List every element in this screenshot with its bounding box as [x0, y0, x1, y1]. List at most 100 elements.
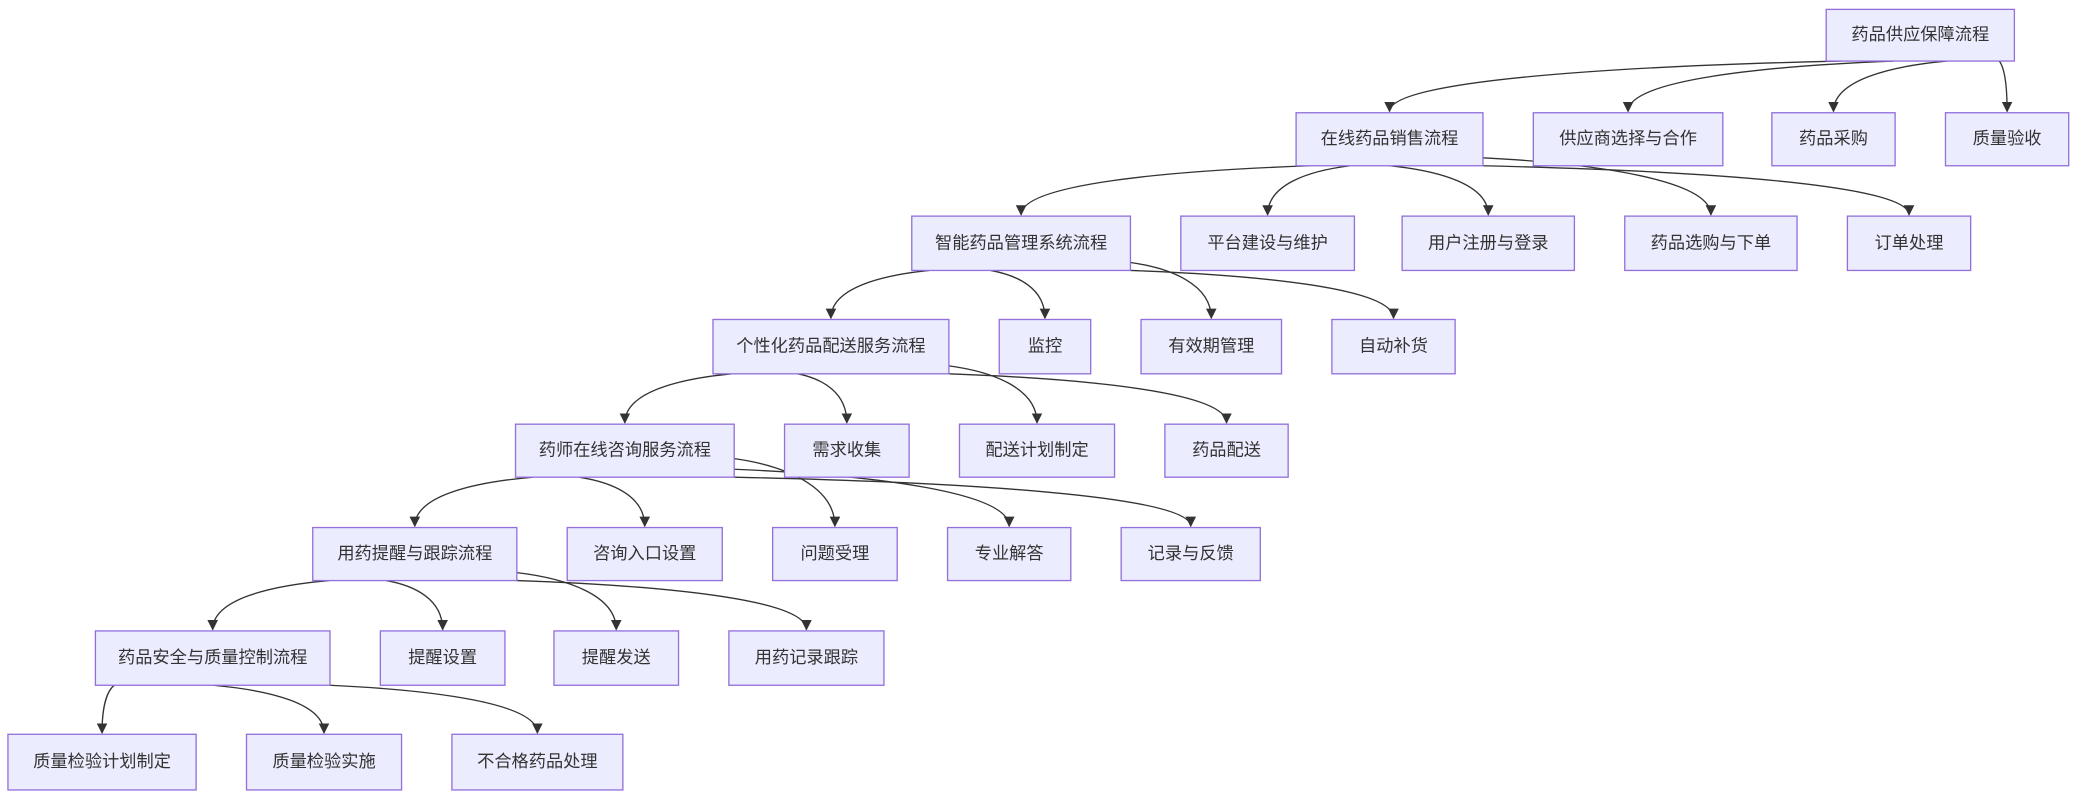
node-label: 自动补货: [1359, 337, 1428, 357]
node-n28: 质量检验实施: [245, 733, 403, 791]
edge-n14-n19: [578, 476, 651, 528]
node-label: 平台建设与维护: [1207, 233, 1328, 253]
node-box: [998, 318, 1092, 375]
node-n5: 智能药品管理系统流程: [911, 215, 1132, 272]
edge-n1-n5: [1015, 165, 1312, 216]
node-box: [1180, 215, 1356, 272]
node-n2: 供应商选择与合作: [1532, 112, 1724, 167]
node-box: [514, 423, 735, 478]
edge-n18-n23: [207, 579, 330, 631]
node-box: [911, 215, 1132, 272]
node-label: 需求收集: [812, 441, 881, 461]
edge-n10-n16: [948, 365, 1043, 424]
node-label: 个性化药品配送服务流程: [736, 337, 925, 357]
node-box: [1331, 318, 1456, 375]
node-label: 在线药品销售流程: [1321, 129, 1459, 149]
node-label: 药品选购与下单: [1651, 233, 1772, 253]
edge-n1-n7: [1389, 165, 1494, 216]
edge-n10-n15: [797, 373, 853, 424]
node-label: 配送计划制定: [985, 441, 1088, 461]
edge-n18-n24: [386, 579, 448, 631]
edge-root-n1: [1384, 60, 1842, 113]
edge-n5-n13: [1130, 269, 1399, 320]
node-box: [1295, 112, 1484, 167]
node-label: 质量验收: [1973, 129, 2042, 149]
node-n22: 记录与反馈: [1120, 526, 1261, 582]
node-label: 智能药品管理系统流程: [935, 233, 1107, 253]
node-label: 药品供应保障流程: [1851, 25, 1989, 45]
node-box: [1532, 112, 1724, 167]
edge-root-n3: [1828, 60, 1947, 113]
node-n17: 药品配送: [1164, 423, 1289, 478]
edge-n23-n29: [329, 684, 543, 735]
edge-n14-n22: [734, 476, 1196, 528]
node-box: [1140, 318, 1283, 375]
node-n6: 平台建设与维护: [1180, 215, 1356, 272]
node-box: [379, 630, 506, 686]
edge-n14-n18: [409, 476, 534, 528]
node-box: [451, 733, 624, 791]
node-n20: 问题受理: [771, 526, 898, 582]
node-n13: 自动补货: [1331, 318, 1456, 375]
node-box: [771, 526, 898, 582]
node-label: 问题受理: [800, 544, 869, 564]
node-label: 药品配送: [1192, 441, 1261, 461]
node-box: [1944, 112, 2070, 167]
node-box: [1771, 112, 1896, 167]
edge-n1-n9: [1482, 165, 1915, 216]
node-label: 提醒发送: [582, 648, 651, 668]
edge-n10-n17: [948, 373, 1232, 424]
node-n3: 药品采购: [1771, 112, 1896, 167]
edge-n5-n10: [825, 269, 930, 320]
node-n14: 药师在线咨询服务流程: [514, 423, 735, 478]
edge-n14-n20: [734, 457, 841, 528]
node-n23: 药品安全与质量控制流程: [94, 630, 331, 686]
node-box: [1401, 215, 1576, 272]
node-label: 专业解答: [975, 544, 1044, 564]
node-box: [1624, 215, 1798, 272]
node-n1: 在线药品销售流程: [1295, 112, 1484, 167]
node-label: 用药记录跟踪: [755, 648, 858, 668]
node-n21: 专业解答: [946, 526, 1072, 582]
node-n19: 咨询入口设置: [566, 526, 723, 582]
node-n18: 用药提醒与跟踪流程: [312, 526, 518, 582]
node-label: 监控: [1028, 337, 1062, 357]
node-box: [1164, 423, 1289, 478]
node-n24: 提醒设置: [379, 630, 506, 686]
node-label: 订单处理: [1875, 233, 1944, 253]
node-box: [94, 630, 331, 686]
node-n10: 个性化药品配送服务流程: [712, 318, 950, 375]
edge-root-n4: [1998, 60, 2013, 113]
node-label: 供应商选择与合作: [1559, 129, 1697, 149]
node-label: 质量检验计划制定: [33, 752, 171, 772]
edge-n23-n27: [96, 684, 115, 735]
node-box: [1846, 215, 1972, 272]
node-label: 记录与反馈: [1148, 544, 1234, 564]
node-n7: 用户注册与登录: [1401, 215, 1576, 272]
node-label: 药师在线咨询服务流程: [539, 441, 711, 461]
node-label: 药品采购: [1799, 129, 1868, 149]
node-label: 咨询入口设置: [593, 544, 696, 564]
edge-root-n2: [1622, 60, 1894, 113]
node-box: [958, 423, 1116, 478]
node-n27: 质量检验计划制定: [7, 733, 197, 791]
node-box: [312, 526, 518, 582]
node-box: [712, 318, 950, 375]
node-label: 提醒设置: [408, 648, 477, 668]
node-box: [245, 733, 403, 791]
node-n25: 提醒发送: [553, 630, 680, 686]
edge-n10-n14: [619, 373, 732, 424]
node-box: [783, 423, 910, 478]
edge-n1-n8: [1482, 157, 1717, 216]
node-box: [1120, 526, 1261, 582]
node-n26: 用药记录跟踪: [728, 630, 885, 686]
node-n12: 有效期管理: [1140, 318, 1283, 375]
edge-n18-n25: [516, 571, 622, 631]
node-label: 有效期管理: [1168, 337, 1254, 357]
edges-layer: [96, 60, 2013, 735]
node-n11: 监控: [998, 318, 1092, 375]
node-label: 药品安全与质量控制流程: [118, 648, 307, 668]
node-box: [728, 630, 885, 686]
node-n9: 订单处理: [1846, 215, 1972, 272]
